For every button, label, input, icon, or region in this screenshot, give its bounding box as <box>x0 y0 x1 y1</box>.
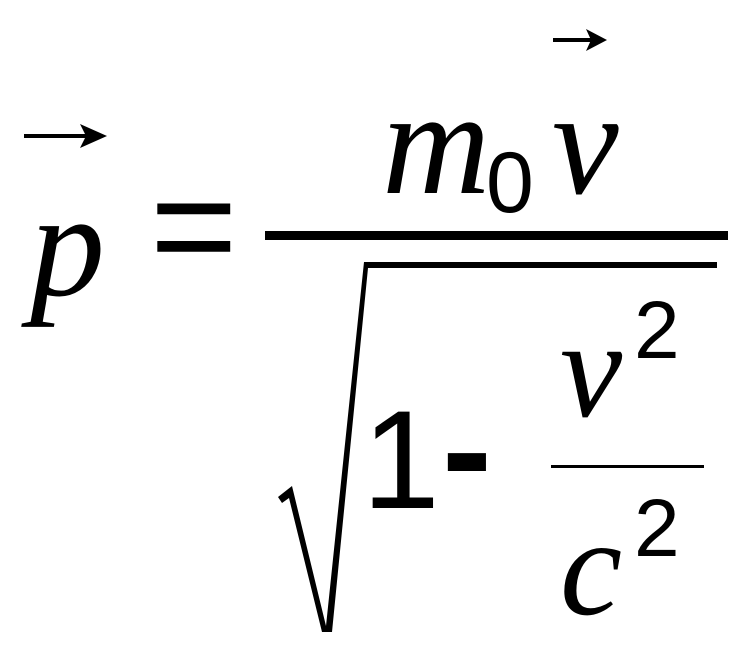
inner-fraction-bar <box>551 465 704 468</box>
mass-subscript: 0 <box>486 135 534 231</box>
momentum-symbol: p <box>30 162 105 328</box>
main-fraction-bar <box>265 231 728 240</box>
vector-arrow-v <box>553 29 607 51</box>
minus-sign: - <box>442 365 492 533</box>
equals-sign: = <box>150 141 238 309</box>
light-speed-symbol: c <box>560 490 623 645</box>
inner-velocity-symbol: v <box>560 292 623 447</box>
one-digit: 1 <box>362 381 440 538</box>
mass-symbol: m <box>382 60 491 226</box>
light-speed-exponent: 2 <box>634 483 680 574</box>
velocity-symbol: v <box>552 60 619 226</box>
vector-arrow-p <box>24 124 107 148</box>
velocity-exponent: 2 <box>634 285 680 376</box>
